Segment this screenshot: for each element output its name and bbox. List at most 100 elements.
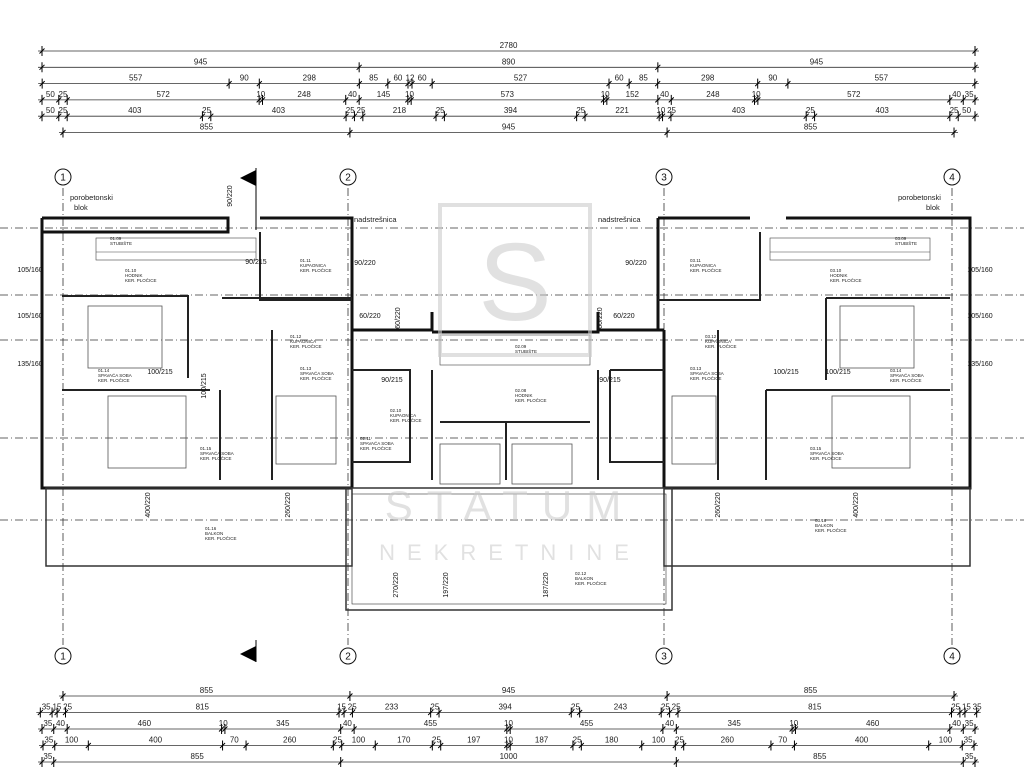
dimension-value: 152	[626, 90, 640, 99]
dimension-tick	[408, 97, 415, 103]
dimension-value: 12	[406, 74, 415, 83]
dimension-value: 25	[950, 106, 959, 115]
opening-label: 135/160	[967, 361, 992, 368]
dimension-value: 460	[866, 719, 880, 728]
dimension-tick	[256, 97, 262, 103]
dimension-value: 394	[504, 106, 518, 115]
opening-label: 260/220	[285, 492, 292, 517]
room-floor: KER. PLOČICE	[200, 455, 232, 461]
room-code: 03.16	[815, 518, 827, 523]
dimension-value: 25	[432, 736, 441, 745]
dimension-tick	[656, 113, 663, 120]
dimension-tick	[946, 113, 953, 120]
dimension-tick	[668, 113, 674, 120]
axis-label: 2	[345, 652, 351, 663]
dimension-tick	[960, 759, 967, 765]
balconies	[45, 487, 971, 611]
room-code: 02.08	[515, 388, 527, 393]
dimension-value: 60	[393, 74, 402, 83]
opening-label: 60/220	[359, 313, 381, 320]
dimension-value: 403	[128, 106, 142, 115]
dimension-tick	[791, 742, 798, 749]
dimension-value: 25	[436, 106, 445, 115]
dimension-tick	[39, 64, 45, 71]
dimension-value: 25	[202, 106, 211, 115]
dimension-value: 70	[778, 736, 787, 745]
room-floor: KER. PLOČICE	[890, 377, 922, 383]
dimension-value: 573	[501, 90, 515, 99]
room-code: 02.09	[515, 344, 527, 349]
opening-label: 60/220	[395, 307, 402, 329]
dimension-tick	[957, 709, 963, 716]
dimension-value: 1000	[500, 752, 518, 761]
room-code: 03.13	[690, 366, 702, 371]
dimension-value: 400	[149, 736, 163, 745]
dimension-value: 25	[661, 703, 670, 712]
dimension-value: 25	[357, 106, 366, 115]
dimension-tick	[359, 113, 366, 120]
dimension-tick	[971, 742, 977, 749]
dimension-value: 855	[200, 123, 214, 132]
room-name: KUPAONICA	[300, 263, 326, 268]
dimension-tick	[960, 726, 967, 732]
dimension-value: 197	[467, 736, 481, 745]
dimension-tick	[55, 113, 62, 120]
dimension-value: 10	[601, 90, 610, 99]
dimension-value: 527	[514, 74, 528, 83]
dimension-tick	[55, 97, 62, 103]
room-floor: KER. PLOČICE	[390, 417, 422, 423]
opening-label: 100/215	[201, 373, 208, 398]
room-code: 03.15	[810, 446, 822, 451]
dimension-tick	[404, 97, 411, 103]
dimension-value: 25	[59, 106, 68, 115]
dimension-tick	[973, 709, 980, 716]
dimension-value: 10	[219, 719, 228, 728]
dimension-tick	[654, 80, 661, 87]
dimension-value: 85	[369, 74, 378, 83]
room-floor: KER. PLOČICE	[705, 343, 737, 349]
dimension-tick	[64, 726, 71, 732]
top-dimension-row: 2780	[38, 41, 979, 56]
room-code: 02.10	[390, 408, 402, 413]
dimension-tick	[37, 709, 44, 716]
room-code: 03.11	[690, 258, 701, 263]
dimension-value: 100	[652, 736, 666, 745]
opening-label: 90/220	[354, 260, 376, 267]
dimension-value: 815	[808, 703, 822, 712]
room-floor: KER. PLOČICE	[515, 397, 547, 403]
dimension-tick	[785, 80, 791, 87]
dimension-tick	[436, 709, 442, 716]
dimension-tick	[40, 742, 46, 749]
dimension-value: 855	[191, 752, 205, 761]
dimension-value: 35	[43, 719, 52, 728]
dimension-value: 100	[939, 736, 953, 745]
svg-text:S: S	[478, 221, 551, 344]
room-name: STUBIŠTE	[895, 240, 917, 246]
dimension-tick	[49, 709, 55, 716]
dimension-tick	[60, 129, 66, 136]
axis-bubble	[339, 647, 357, 665]
room-name: STUBIŠTE	[110, 240, 132, 246]
dimension-value: 557	[875, 74, 889, 83]
dimension-tick	[507, 742, 514, 749]
room-name: KUPAONICA	[290, 339, 316, 344]
svg-text:STATUM: STATUM	[385, 482, 635, 529]
dimension-tick	[338, 742, 345, 749]
dimension-value: 557	[129, 74, 143, 83]
room-name: KUPAONICA	[690, 263, 716, 268]
dimension-value: 10	[656, 106, 665, 115]
axis-label: 2	[345, 173, 351, 184]
dimension-tick	[654, 97, 661, 103]
dimension-tick	[951, 129, 957, 136]
dimension-value: 945	[502, 686, 516, 695]
dimension-tick	[259, 97, 266, 103]
axis-label: 3	[661, 173, 667, 184]
room-name: BALKON	[575, 576, 593, 581]
